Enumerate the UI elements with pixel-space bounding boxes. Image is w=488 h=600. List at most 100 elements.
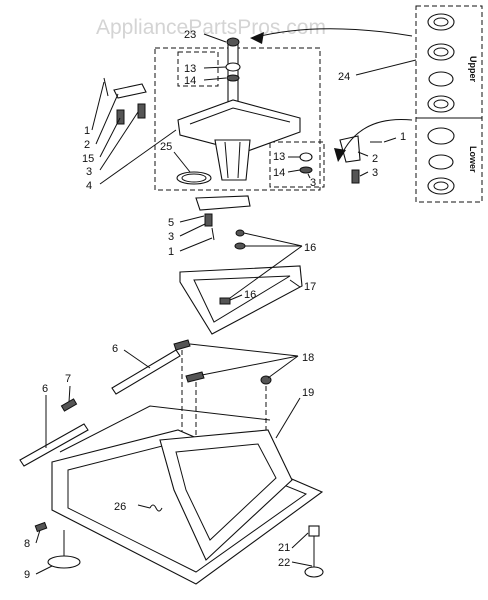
callout-1: 1: [84, 125, 90, 137]
side-seal-14: [299, 166, 313, 174]
base-group: [19, 339, 324, 585]
seal-kit-inset: Upper Lower: [415, 5, 483, 203]
upper-seal-2-inner: [433, 47, 449, 57]
cross-brace-inner: [175, 443, 277, 541]
callout-21: 21: [278, 542, 290, 554]
nut-21: [308, 525, 320, 537]
callout-2-right: 2: [372, 153, 378, 165]
lower-seal-3: [427, 177, 455, 195]
leader-5: [179, 215, 205, 223]
leader-14a: [203, 77, 227, 81]
callout-16: 16: [304, 242, 316, 254]
leader-16b: [229, 294, 243, 301]
upper-seal-4-inner: [433, 99, 449, 109]
pad-16-b: [234, 242, 246, 250]
base-side-wall: [59, 405, 271, 453]
ring-25-inner: [181, 173, 207, 183]
callout-1-clamp: 1: [168, 246, 174, 258]
clamp-bracket: [195, 195, 251, 211]
leader-1c: [179, 237, 213, 252]
leader-21: [291, 532, 309, 549]
upper-seal-4: [427, 95, 455, 113]
leader-24: [355, 59, 417, 76]
callout-3-clamp: 3: [168, 231, 174, 243]
callout-3-box: 3: [310, 177, 316, 189]
leader-26: [137, 504, 151, 509]
callout-25: 25: [160, 141, 172, 153]
leader-14b: [287, 169, 301, 173]
callout-16-frame: 16: [244, 289, 256, 301]
leader-16a-3: [229, 245, 303, 299]
shaft-cap: [226, 37, 240, 47]
leader-18-3: [267, 355, 299, 379]
leader-22: [291, 561, 313, 567]
cross-brace: [159, 429, 293, 561]
transmission-housing: [214, 139, 251, 181]
inset-label-upper: Upper: [468, 56, 478, 83]
arrowhead-lower: [334, 148, 346, 162]
leader-3c: [307, 173, 311, 179]
rail-6-lower: [19, 423, 89, 467]
watermark-text: AppliancePartsPros.com: [96, 16, 326, 39]
leader-3a: [99, 111, 139, 171]
arrow-upper-seals: [251, 28, 413, 39]
callout-13-right: 13: [273, 151, 285, 163]
callout-6: 6: [112, 343, 118, 355]
upper-seal-2: [427, 43, 455, 61]
leader-3b: [359, 171, 369, 177]
lower-seal-1: [427, 127, 455, 145]
callout-6-lower: 6: [42, 383, 48, 395]
leader-4: [99, 129, 177, 185]
callout-3: 3: [86, 166, 92, 178]
right-bracket: [339, 135, 361, 163]
arrowhead-upper: [250, 32, 264, 44]
base-frame-inner: [67, 441, 308, 573]
housing-line: [224, 141, 229, 179]
callout-4: 4: [86, 180, 92, 192]
inset-dashed-box: [415, 5, 483, 203]
callout-numbers: 1 2 15 3 4 23 13 14 25 24 1 2 3 13 14 3 …: [24, 29, 406, 581]
left-spring-2: [137, 103, 146, 119]
leader-8: [35, 529, 41, 544]
inset-label-lower: Lower: [468, 146, 478, 173]
leader-19: [275, 397, 301, 439]
clamp-bolt: [211, 227, 215, 241]
callout-17: 17: [304, 281, 316, 293]
frame-17-group: [179, 229, 303, 335]
callout-5: 5: [168, 217, 174, 229]
lower-seal-3-inner: [433, 181, 449, 191]
callout-15: 15: [82, 153, 94, 165]
foot-9: [47, 555, 81, 569]
leader-3d: [179, 223, 206, 237]
leader-25: [173, 151, 191, 173]
leader-23: [203, 33, 227, 43]
pad-16-a: [235, 229, 245, 237]
seal-13: [225, 62, 241, 72]
callout-3-right: 3: [372, 167, 378, 179]
callout-19: 19: [302, 387, 314, 399]
assembly-dashed-box: [154, 47, 321, 191]
pad-16-c: [219, 297, 231, 305]
upper-seal-1-inner: [433, 17, 449, 27]
callout-14: 14: [184, 75, 196, 87]
callout-22: 22: [278, 557, 290, 569]
housing-line-2: [237, 141, 241, 179]
seal-14: [226, 74, 240, 82]
callout-9: 9: [24, 569, 30, 581]
callout-24: 24: [338, 71, 350, 83]
foot-pin-8: [34, 521, 48, 533]
leader-9: [35, 565, 53, 575]
left-bolt: [103, 77, 109, 97]
upper-seal-1: [427, 13, 455, 31]
leader-13a: [203, 66, 227, 69]
callout-23: 23: [184, 29, 196, 41]
callout-26: 26: [114, 501, 126, 513]
leader-2a: [95, 93, 119, 145]
leader-6a: [123, 349, 151, 369]
pin-7: [60, 398, 78, 412]
callout-1-right: 1: [400, 131, 406, 143]
lower-seal-2: [428, 154, 454, 170]
callout-2: 2: [84, 139, 90, 151]
leader-1a: [91, 81, 105, 131]
spring-26: [149, 504, 163, 512]
